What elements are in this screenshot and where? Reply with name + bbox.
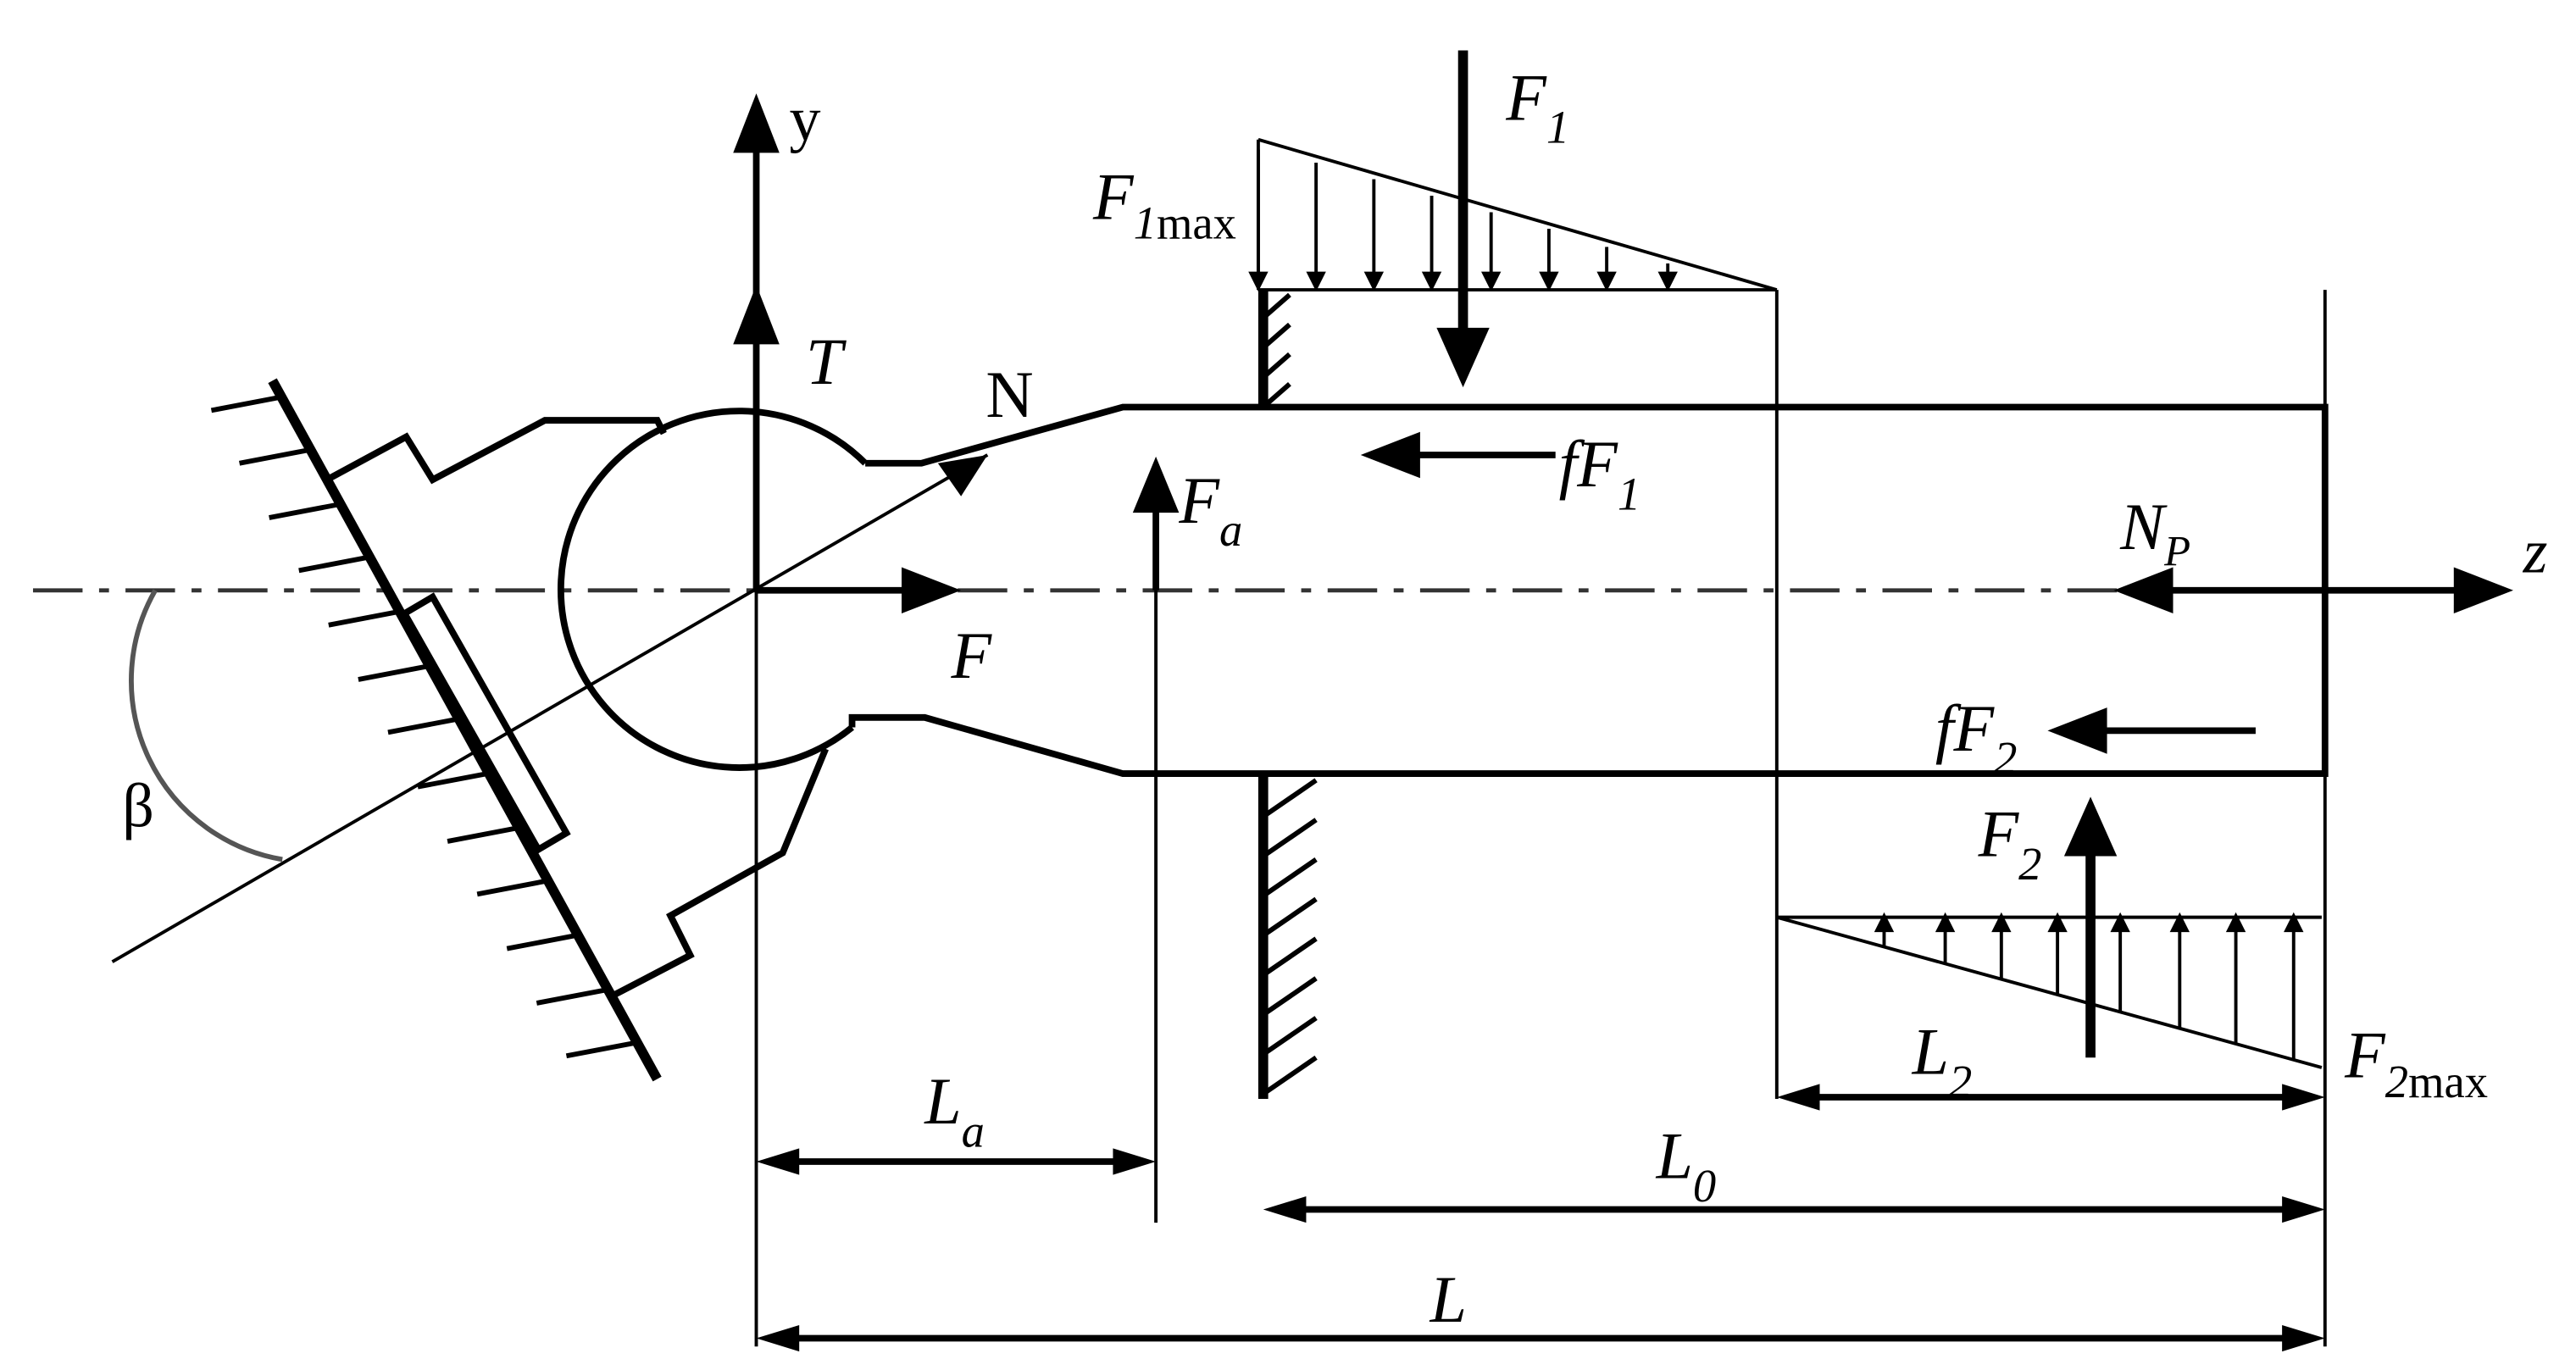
upper-jaw: [325, 417, 667, 485]
normal-force-arrow-head: [937, 454, 988, 496]
beta-arc: [129, 589, 283, 863]
y-axis: [733, 93, 780, 591]
label-z: z: [2523, 517, 2548, 586]
z-axis: [2113, 567, 2513, 614]
label-f: F: [950, 619, 992, 692]
label-y: y: [789, 85, 820, 154]
dimension-la: [756, 1148, 1157, 1175]
label-np: NP: [2119, 491, 2190, 574]
normal-force-line: [111, 453, 989, 963]
force-f1-arrow: [1436, 50, 1490, 388]
support-wall-upper: [1257, 290, 1291, 409]
friction-ff2-arrow: [2047, 707, 2256, 754]
dimension-l2: [1776, 1084, 2325, 1111]
friction-ff1-arrow: [1360, 431, 1556, 479]
inclined-wall: [210, 378, 662, 1082]
dimension-l0: [1263, 1195, 2325, 1223]
force-fa-arrow: [1132, 456, 1180, 591]
label-fa: Fa: [1178, 464, 1242, 556]
distributed-load-f1: [1248, 137, 1778, 292]
slider-plate: [400, 592, 571, 855]
force-f2-arrow: [2063, 796, 2118, 1058]
torque-arrow-head: [733, 285, 780, 345]
ball-joint: [558, 408, 868, 771]
lower-jaw: [613, 747, 829, 998]
inclined-wall-hatching: [210, 394, 636, 1059]
label-l: L: [1430, 1263, 1467, 1336]
label-la: La: [924, 1065, 985, 1157]
extension-lines: [754, 290, 2327, 1347]
label-beta: β: [122, 771, 154, 840]
distributed-load-f2: [1776, 912, 2323, 1069]
label-f1: F1: [1505, 61, 1569, 153]
label-n: N: [985, 358, 1033, 431]
label-ff2: fF2: [1935, 692, 2018, 784]
label-f2max: F2max: [2344, 1019, 2488, 1107]
label-f2: F2: [1978, 798, 2042, 890]
label-ff1: fF1: [1559, 428, 1641, 519]
label-f1max: F1max: [1092, 160, 1236, 248]
label-l2: L2: [1912, 1016, 1973, 1107]
force-f-arrow: [756, 567, 962, 614]
np-arrow-head: [2113, 567, 2174, 614]
dimension-l: [756, 1324, 2325, 1352]
label-t: T: [806, 325, 847, 398]
label-l0: L0: [1656, 1120, 1717, 1212]
support-wall-lower: [1257, 774, 1318, 1099]
